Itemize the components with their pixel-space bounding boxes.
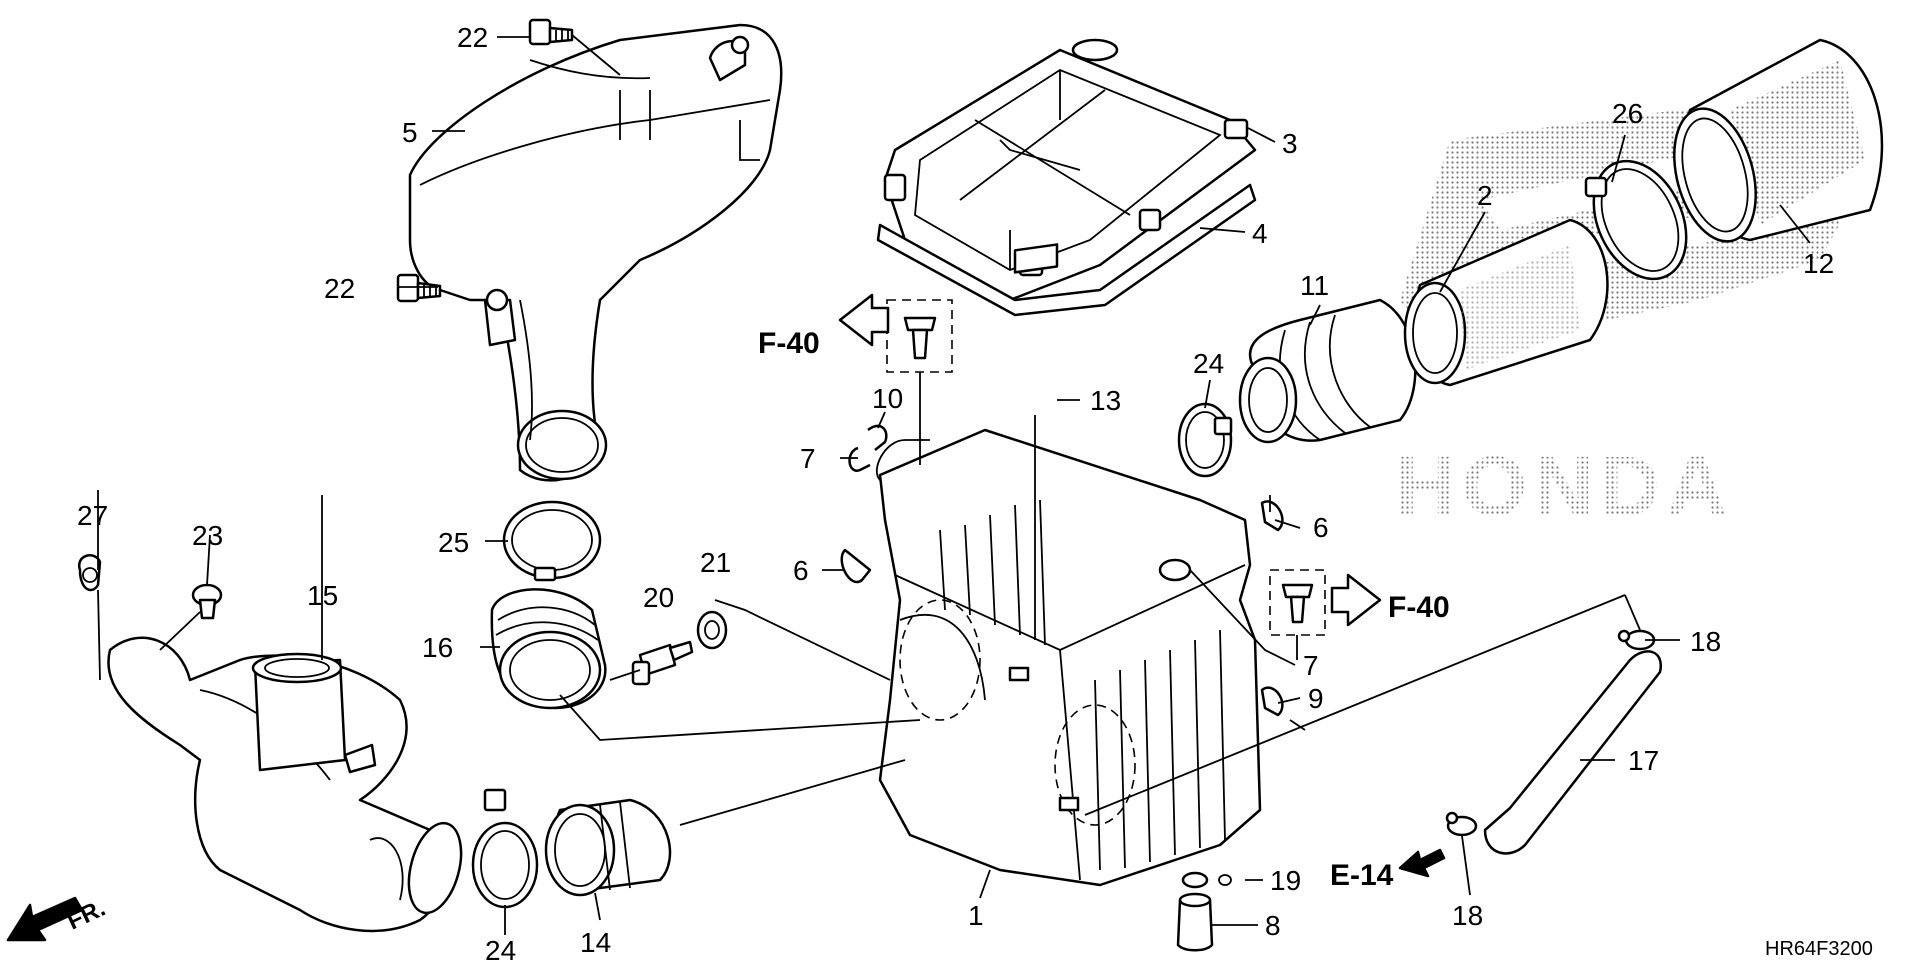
honda-watermark-text: HONDA: [1395, 439, 1733, 533]
label-22-top: 22: [457, 22, 488, 53]
hose-clamp-part-24-upper: [1177, 402, 1233, 478]
f40-arrow-right: [1330, 573, 1382, 627]
label-26: 26: [1612, 98, 1643, 129]
filter-element-part-2: [1403, 218, 1609, 387]
air-cleaner-cover-part-3: [883, 38, 1257, 302]
label-12: 12: [1803, 248, 1834, 279]
label-2: 2: [1477, 180, 1493, 211]
ref-f40-left: F-40: [758, 327, 820, 360]
label-14: 14: [580, 927, 611, 958]
band-clamp-part-26: [1584, 159, 1688, 281]
label-part-13: [1013, 243, 1059, 274]
label-5: 5: [402, 117, 418, 148]
intake-duct-part-5: [408, 23, 783, 482]
label-24-lower: 24: [485, 935, 516, 960]
label-13: 13: [1090, 385, 1121, 416]
f40-arrow-left: [838, 293, 890, 347]
o-ring-part-19: [1181, 871, 1232, 889]
leader-lines: [97, 34, 1811, 935]
label-17: 17: [1628, 745, 1659, 776]
plug-part-8: [1176, 892, 1214, 952]
bolt-part-22-top: [528, 18, 574, 46]
hose-clamp-part-24-lower: [471, 788, 539, 909]
clip-part-6-right: [1260, 495, 1284, 532]
ref-e14: E-14: [1330, 859, 1394, 892]
grommet-part-21: [696, 610, 728, 650]
label-3: 3: [1282, 128, 1298, 159]
e14-arrow: [1398, 848, 1446, 878]
diagram-code: HR64F3200: [1765, 938, 1873, 960]
label-22-bottom: 22: [324, 273, 355, 304]
label-7-left: 7: [800, 443, 816, 474]
intake-pipe-part-15: [107, 636, 463, 933]
label-1: 1: [968, 900, 984, 931]
pre-filter-part-12: [1673, 38, 1884, 243]
clip-part-9: [1260, 686, 1284, 717]
label-7-right: 7: [1303, 650, 1319, 681]
label-6-right: 6: [1313, 512, 1329, 543]
label-9: 9: [1308, 683, 1324, 714]
label-16: 16: [422, 632, 453, 663]
label-20: 20: [643, 582, 674, 613]
push-rivet-lower: [1269, 569, 1326, 636]
clip-part-27: [77, 554, 102, 592]
air-cleaner-seal-part-4: [876, 183, 1257, 317]
label-4: 4: [1252, 218, 1268, 249]
label-18-top: 18: [1690, 626, 1721, 657]
label-6-left: 6: [793, 555, 809, 586]
label-8: 8: [1265, 910, 1281, 941]
label-24-upper: 24: [1193, 348, 1224, 379]
hose-clip-part-18-bottom: [1445, 811, 1478, 837]
clip-part-6-left: [840, 548, 872, 584]
label-19: 19: [1270, 865, 1301, 896]
label-15: 15: [307, 580, 338, 611]
front-direction-arrow: [6, 896, 84, 942]
part-number-labels: 22 5 22 3 4 2 26 12 11 24 13 10 7 6 6 7 …: [77, 22, 1834, 965]
ref-f40-right: F-40: [1388, 591, 1450, 624]
clip-part-10: [867, 424, 888, 451]
air-cleaner-case-part-1: [875, 428, 1262, 887]
label-11: 11: [1300, 270, 1329, 301]
joint-part-16: [490, 588, 607, 710]
label-27: 27: [77, 500, 108, 531]
clip-part-7-left: [848, 446, 871, 472]
label-21: 21: [700, 547, 731, 578]
push-rivet-upper: [886, 299, 953, 373]
label-10: 10: [872, 383, 903, 414]
clip-part-23: [191, 583, 223, 620]
label-18-bottom: 18: [1452, 900, 1483, 931]
sensor-part-20: [631, 640, 694, 686]
band-part-25: [502, 500, 602, 582]
connecting-tube-part-11: [1238, 298, 1417, 444]
drain-hose-part-17: [1483, 650, 1663, 855]
label-25: 25: [438, 527, 469, 558]
label-23: 23: [192, 520, 223, 551]
joint-part-14: [544, 798, 672, 897]
